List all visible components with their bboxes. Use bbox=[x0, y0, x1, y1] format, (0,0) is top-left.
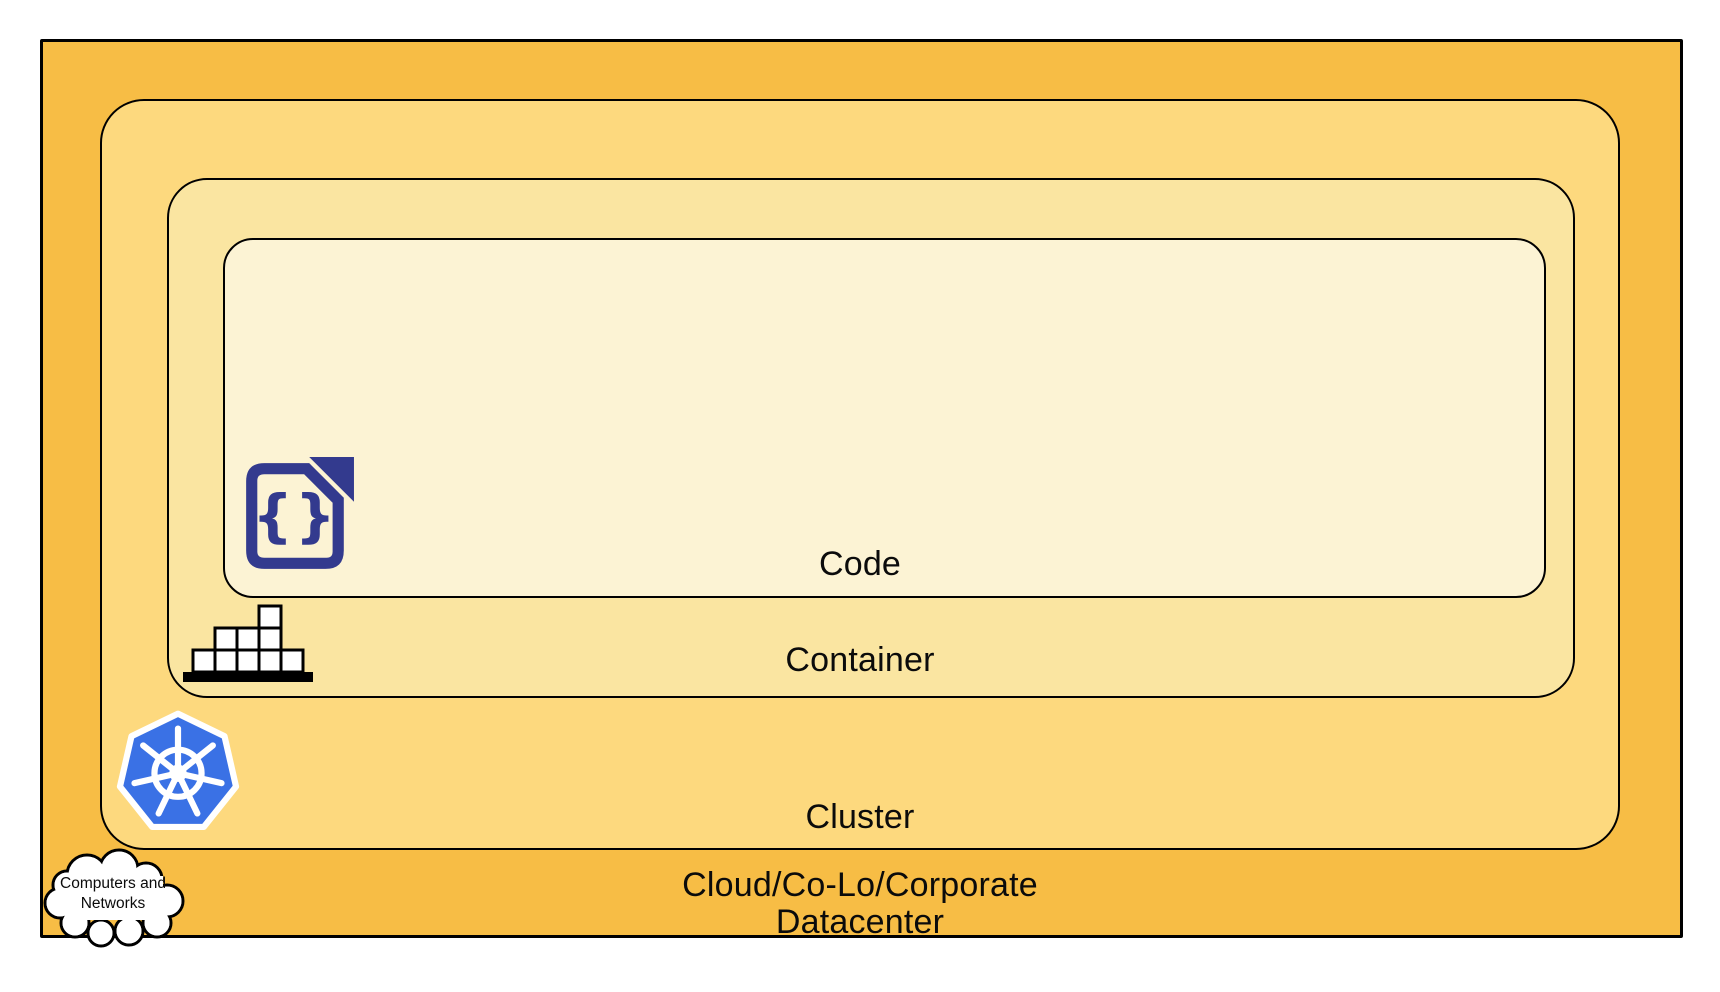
datacenter-label: Cloud/Co-Lo/Corporate Datacenter bbox=[0, 867, 1720, 941]
container-stack-icon bbox=[181, 604, 317, 684]
kubernetes-helm-wheel-icon bbox=[116, 710, 240, 834]
cloud-callout-line2: Networks bbox=[81, 895, 146, 912]
cloud-body bbox=[46, 851, 182, 945]
curly-braces-glyph: {} bbox=[252, 483, 337, 549]
datacenter-label-line1: Cloud/Co-Lo/Corporate bbox=[682, 866, 1038, 904]
base-bar bbox=[183, 672, 313, 682]
cluster-label: Cluster bbox=[805, 798, 915, 836]
code-label: Code bbox=[818, 545, 902, 583]
datacenter-label-line2: Datacenter bbox=[775, 903, 945, 941]
layer-code bbox=[223, 238, 1546, 598]
cloud-icon: Computers and Networks bbox=[40, 844, 190, 954]
code-file-icon: {} bbox=[238, 454, 356, 578]
container-label: Container bbox=[785, 641, 935, 679]
cloud-callout-line1: Computers and bbox=[60, 875, 166, 892]
folded-corner bbox=[309, 457, 354, 502]
